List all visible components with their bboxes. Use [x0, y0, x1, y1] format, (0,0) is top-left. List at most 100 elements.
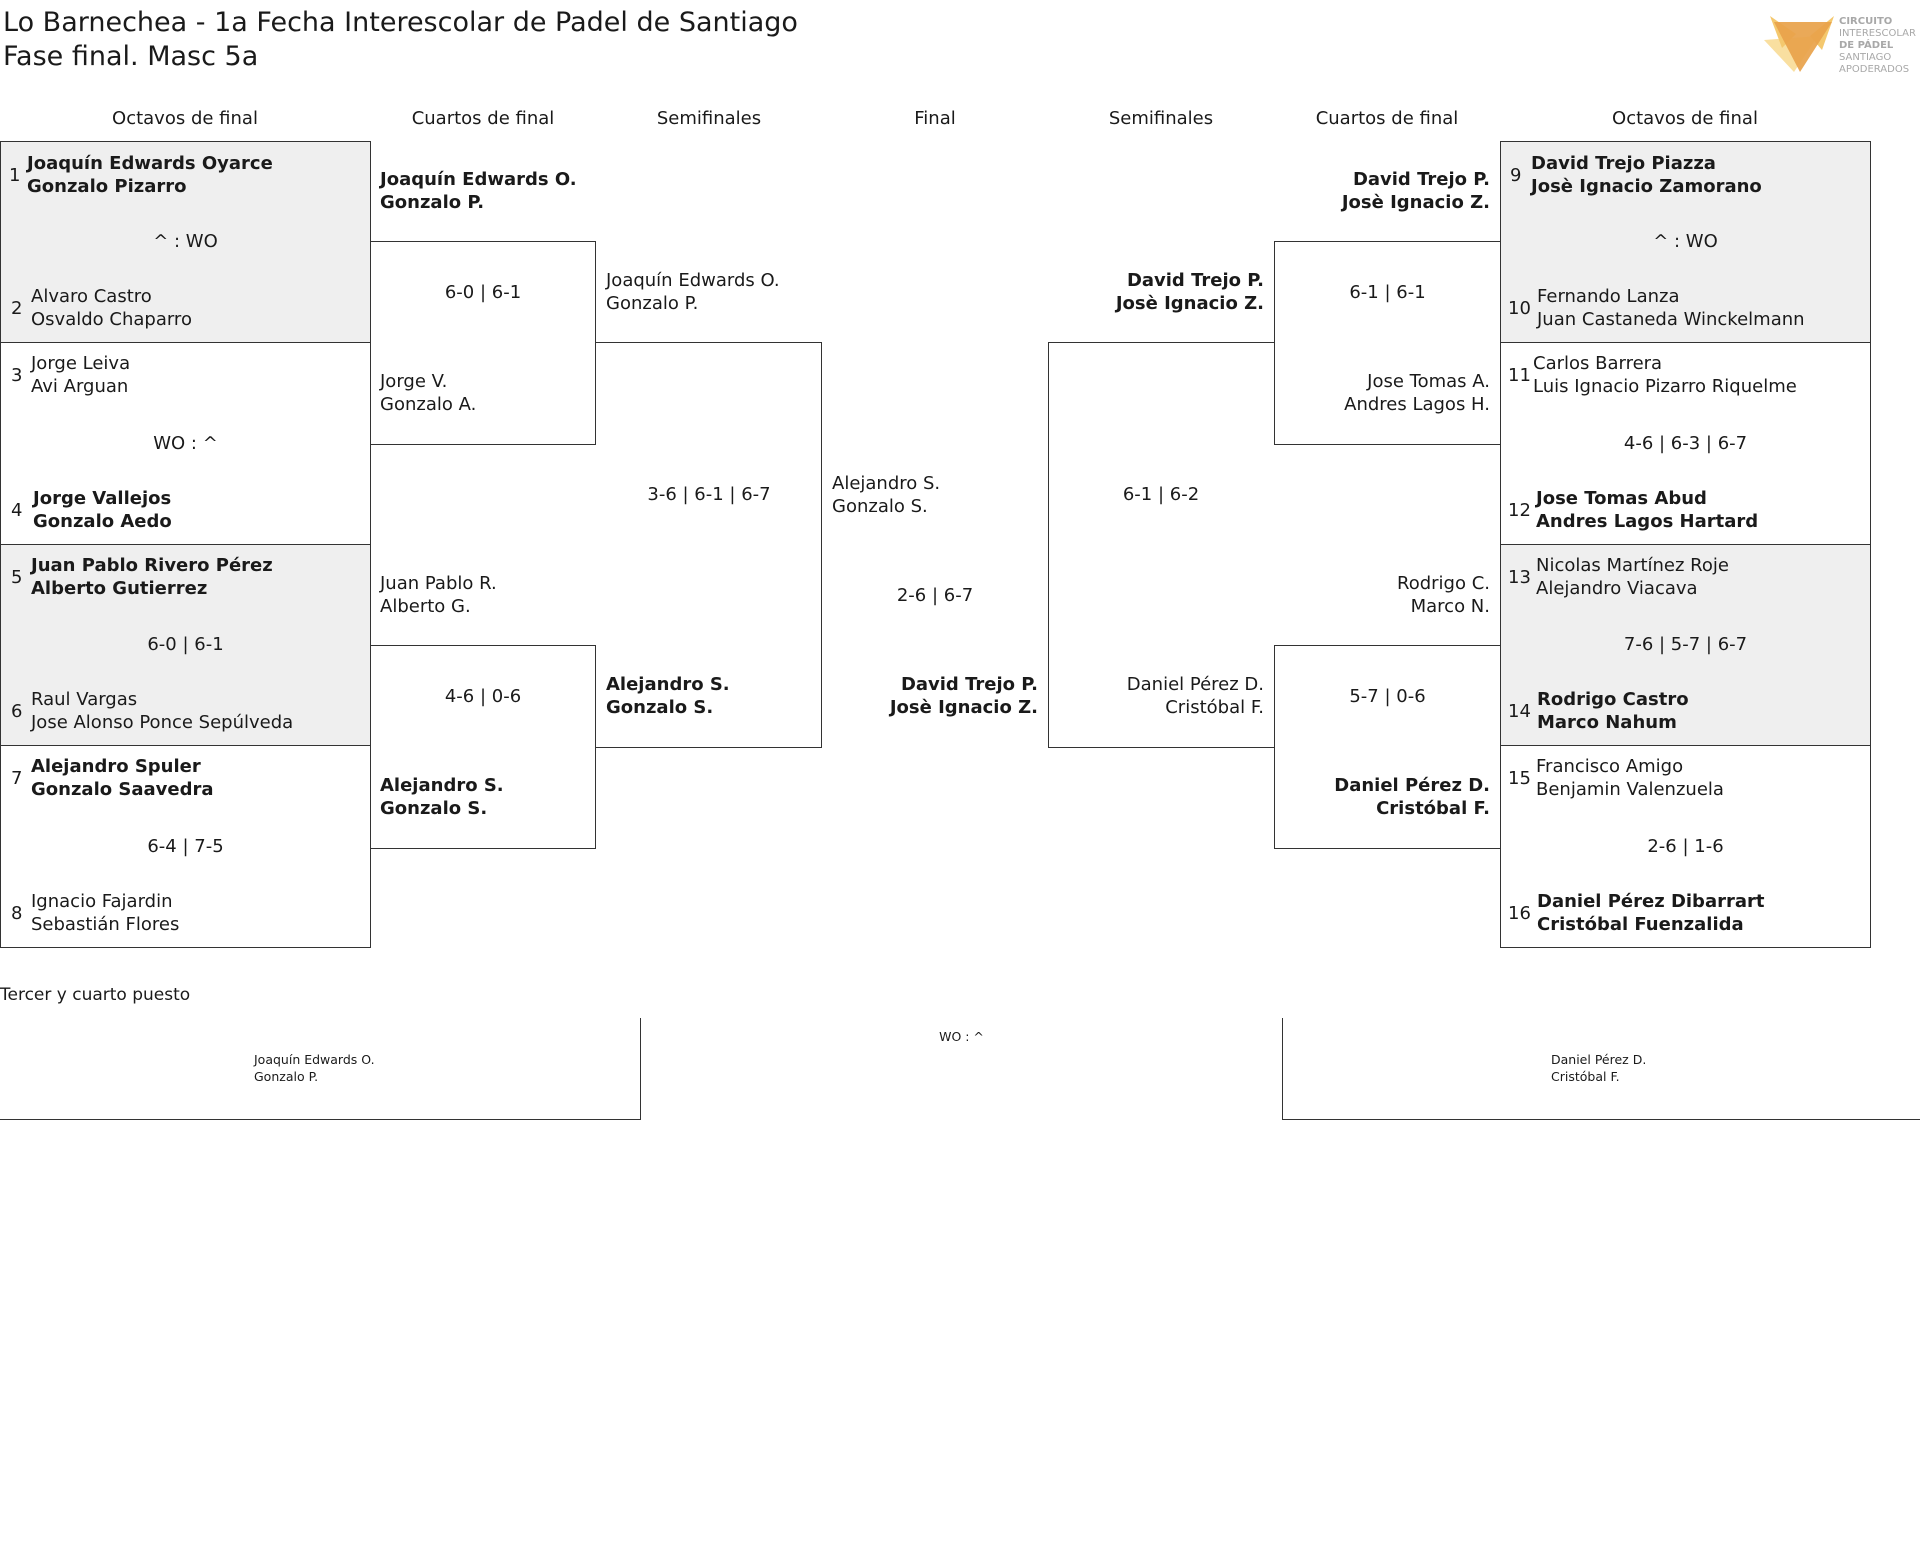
match-score: ^ : WO — [1653, 231, 1718, 252]
team-pair: Nicolas Martínez Roje Alejandro Viacava — [1536, 554, 1729, 600]
seed-number: 12 — [1508, 500, 1531, 521]
round-header-final: Final — [914, 108, 956, 129]
round-header-right-sf: Semifinales — [1108, 108, 1214, 129]
match-score: 3-6 | 6-1 | 6-7 — [647, 484, 771, 505]
player-name: Alberto Gutierrez — [31, 578, 208, 599]
circuit-logo-icon — [1764, 16, 1834, 72]
team-pair: Jorge V. Gonzalo A. — [380, 370, 476, 416]
match-score: ^ : WO — [153, 231, 218, 252]
match-score: 7-6 | 5-7 | 6-7 — [1623, 634, 1748, 655]
player-name: Gonzalo Saavedra — [31, 779, 214, 800]
match-score: 6-0 | 6-1 — [444, 282, 522, 303]
match-score: 6-1 | 6-1 — [1349, 282, 1426, 303]
player-name: Daniel Pérez Dibarrart — [1537, 891, 1765, 912]
match-score: 4-6 | 6-3 | 6-7 — [1623, 433, 1748, 454]
player-name: Gonzalo S. — [832, 496, 928, 517]
player-name: Cristóbal F. — [1376, 798, 1490, 819]
player-name: Joaquín Edwards O. — [254, 1052, 375, 1067]
player-name: Josè Ignacio Z. — [1341, 192, 1490, 213]
player-name: Benjamin Valenzuela — [1536, 779, 1724, 800]
seed-number: 7 — [11, 768, 23, 789]
match-score: 4-6 | 0-6 — [444, 686, 522, 707]
round-header-left-r16: Octavos de final — [112, 108, 258, 129]
match-score: WO : ^ — [939, 1029, 984, 1044]
team-pair: Joaquín Edwards Oyarce Gonzalo Pizarro — [27, 152, 273, 198]
match-box-r16-right-1 — [1500, 141, 1871, 343]
player-name: Alejandro S. — [832, 473, 941, 494]
player-name: Gonzalo P. — [254, 1069, 319, 1084]
seed-number: 8 — [11, 903, 23, 924]
logo-line2: INTERESCOLAR — [1839, 28, 1916, 39]
player-name: Gonzalo A. — [380, 394, 477, 415]
player-name: Ignacio Fajardin — [31, 891, 173, 912]
player-name: Juan Pablo Rivero Pérez — [31, 555, 273, 576]
round-header-left-qf: Cuartos de final — [411, 108, 555, 129]
player-name: Jorge Leiva — [31, 353, 131, 374]
player-name: Rodrigo Castro — [1537, 689, 1689, 710]
player-name: Sebastián Flores — [31, 914, 180, 935]
player-name: David Trejo P. — [1126, 270, 1264, 291]
player-name: David Trejo P. — [1352, 169, 1490, 190]
match-box-r16-right-4 — [1500, 745, 1871, 948]
team-pair: Juan Pablo R. Alberto G. — [380, 572, 497, 618]
player-name: Gonzalo S. — [380, 798, 488, 819]
seed-number: 16 — [1508, 903, 1531, 924]
match-score: WO : ^ — [153, 433, 218, 454]
match-score: 5-7 | 0-6 — [1349, 686, 1426, 707]
bracket-connector-qf-left-1 — [370, 241, 596, 445]
team-pair: Jorge Vallejos Gonzalo Aedo — [33, 487, 172, 533]
team-pair: Joaquín Edwards O. Gonzalo P. — [254, 1051, 375, 1085]
team-pair: David Trejo P. Josè Ignacio Z. — [822, 673, 1038, 719]
player-name: Daniel Pérez D. — [1551, 1052, 1647, 1067]
page-title-line2: Fase final. Masc 5a — [3, 41, 259, 72]
seed-number: 10 — [1508, 298, 1531, 319]
page-title-line1: Lo Barnechea - 1a Fecha Interescolar de … — [3, 7, 798, 38]
player-name: Francisco Amigo — [1536, 756, 1684, 777]
player-name: Alejandro Spuler — [31, 756, 201, 777]
third-place-right-box — [1282, 1018, 1920, 1120]
round-header-left-sf: Semifinales — [656, 108, 762, 129]
bracket-connector-sf-left — [596, 342, 822, 748]
player-name: Daniel Pérez D. — [1126, 674, 1264, 695]
seed-number: 13 — [1508, 567, 1531, 588]
bracket-connector-qf-left-2 — [370, 645, 596, 849]
player-name: Joaquín Edwards O. — [380, 169, 577, 190]
player-name: Josè Ignacio Z. — [889, 697, 1038, 718]
player-name: Juan Castaneda Winckelmann — [1537, 309, 1805, 330]
logo-text: CIRCUITO INTERESCOLAR DE PÁDEL SANTIAGO … — [1839, 16, 1916, 76]
seed-number: 4 — [11, 500, 23, 521]
team-pair: Joaquín Edwards O. Gonzalo P. — [380, 168, 577, 214]
logo-line5: APODERADOS — [1839, 64, 1910, 75]
player-name: Raul Vargas — [31, 689, 138, 710]
match-score: 2-6 | 1-6 — [1647, 836, 1724, 857]
round-header-right-r16: Octavos de final — [1612, 108, 1758, 129]
team-pair: Ignacio Fajardin Sebastián Flores — [31, 890, 179, 936]
player-name: Andres Lagos Hartard — [1536, 511, 1759, 532]
player-name: Josè Ignacio Z. — [1115, 293, 1264, 314]
team-pair: Daniel Pérez D. Cristóbal F. — [1048, 673, 1264, 719]
player-name: Gonzalo P. — [380, 192, 485, 213]
bracket-connector-qf-right-2 — [1274, 645, 1501, 849]
player-name: Gonzalo S. — [606, 697, 714, 718]
seed-number: 3 — [11, 365, 23, 386]
logo-line3: DE PÁDEL — [1839, 40, 1894, 51]
player-name: Andres Lagos H. — [1344, 394, 1490, 415]
team-pair: Raul Vargas Jose Alonso Ponce Sepúlveda — [31, 688, 293, 734]
logo-line1: CIRCUITO — [1839, 16, 1893, 27]
player-name: Fernando Lanza — [1537, 286, 1680, 307]
team-pair: Daniel Pérez Dibarrart Cristóbal Fuenzal… — [1537, 890, 1764, 936]
round-header-right-qf: Cuartos de final — [1315, 108, 1459, 129]
seed-number: 9 — [1510, 165, 1522, 186]
team-pair: Daniel Pérez D. Cristóbal F. — [1551, 1051, 1646, 1085]
seed-number: 6 — [11, 701, 23, 722]
team-pair: Fernando Lanza Juan Castaneda Winckelman… — [1537, 285, 1805, 331]
team-pair: Rodrigo C. Marco N. — [1274, 572, 1490, 618]
player-name: David Trejo Piazza — [1531, 153, 1716, 174]
player-name: Gonzalo P. — [606, 293, 699, 314]
match-score: 6-4 | 7-5 — [147, 836, 224, 857]
player-name: Jorge Vallejos — [33, 488, 172, 509]
player-name: Jorge V. — [380, 371, 448, 392]
player-name: Carlos Barrera — [1533, 353, 1663, 374]
team-pair: Alejandro S. Gonzalo S. — [380, 774, 504, 820]
player-name: Luis Ignacio Pizarro Riquelme — [1533, 376, 1797, 397]
